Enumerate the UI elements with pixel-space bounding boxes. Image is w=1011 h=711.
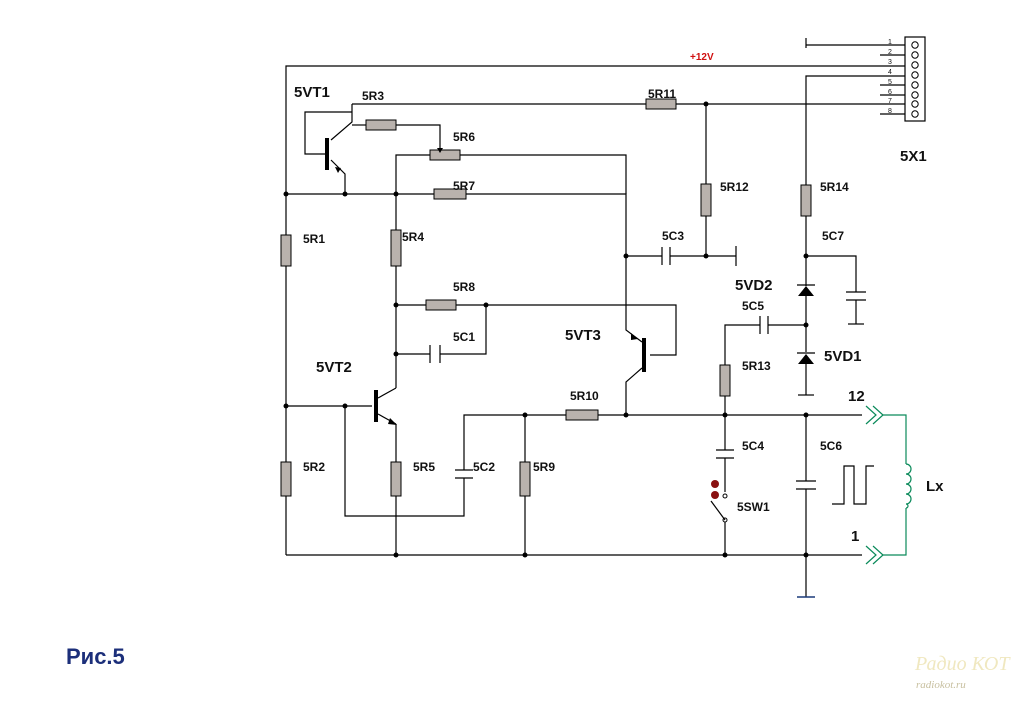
transistors — [325, 138, 646, 425]
watermark-logo: Радио КОТ — [914, 653, 1011, 675]
pin-number: 6 — [888, 89, 892, 96]
resistor-5R2 — [280, 461, 292, 497]
label-5R4: 5R4 — [402, 230, 424, 244]
resistor-5R11 — [645, 98, 677, 110]
switch-5SW1 — [710, 480, 728, 523]
resistor-5R1 — [280, 234, 292, 267]
pin-number: 8 — [888, 108, 892, 115]
label-5VT2: 5VT2 — [316, 359, 352, 376]
capacitor-5C3 — [661, 247, 671, 265]
resistor-5R8 — [425, 299, 457, 311]
resistor-5R5 — [390, 461, 402, 497]
label-5R9: 5R9 — [533, 460, 555, 474]
capacitor-5C6 — [796, 480, 816, 490]
pin-number: 2 — [888, 49, 892, 56]
capacitor-5C2 — [455, 469, 473, 479]
label-5SW1: 5SW1 — [737, 500, 770, 514]
pin-number: 7 — [888, 98, 892, 105]
terminal-label-top: 12 — [848, 388, 865, 405]
connector-label: 5X1 — [900, 148, 927, 165]
label-5C5: 5C5 — [742, 299, 764, 313]
label-5R14: 5R14 — [820, 180, 849, 194]
resistor-5R14 — [800, 184, 812, 217]
junction-dots — [283, 101, 809, 558]
label-5R10: 5R10 — [570, 389, 599, 403]
label-5R11: 5R11 — [648, 87, 676, 101]
capacitor-5C1 — [429, 345, 441, 363]
transistor-5VT3 — [631, 333, 646, 372]
label-5R1: 5R1 — [303, 232, 325, 246]
diodes — [797, 284, 815, 364]
capacitor-5C4 — [716, 449, 734, 459]
supply-label: +12V — [690, 52, 714, 63]
pin-number: 4 — [888, 69, 892, 76]
capacitor-5C7 — [846, 291, 866, 301]
label-5C1: 5C1 — [453, 330, 475, 344]
label-5R2: 5R2 — [303, 460, 325, 474]
label-lx: Lx — [926, 478, 944, 495]
pin-number: 5 — [888, 79, 892, 86]
label-5C6: 5C6 — [820, 439, 842, 453]
terminal-arrows — [865, 405, 884, 565]
label-5C7: 5C7 — [822, 229, 844, 243]
label-5VD1: 5VD1 — [824, 348, 862, 365]
label-5R12: 5R12 — [720, 180, 749, 194]
label-5R13: 5R13 — [742, 359, 771, 373]
resistor-5R6 — [429, 149, 461, 161]
label-5VT1: 5VT1 — [294, 84, 330, 101]
capacitor-5C5 — [759, 316, 769, 334]
label-5R8: 5R8 — [453, 280, 475, 294]
labels: +12V 5X1 5VT1 5VT2 5VT3 5R1 5R2 5R3 5R4 … — [66, 52, 1011, 691]
pin-number: 3 — [888, 59, 892, 66]
label-5C4: 5C4 — [742, 439, 764, 453]
resistors — [280, 98, 812, 497]
connector-5x1: 1 2 3 4 5 6 7 8 — [880, 36, 926, 122]
resistor-5R4 — [390, 229, 402, 267]
inductor-lx — [905, 463, 912, 509]
square-wave-symbol — [832, 465, 874, 505]
resistor-5R13 — [719, 364, 731, 397]
resistor-5R12 — [700, 183, 712, 217]
wires — [285, 38, 907, 598]
label-5R7: 5R7 — [453, 179, 475, 193]
label-5VT3: 5VT3 — [565, 327, 601, 344]
resistor-5R3 — [365, 119, 397, 131]
capacitors — [429, 247, 866, 490]
label-5R6: 5R6 — [453, 130, 475, 144]
pin-number: 1 — [888, 39, 892, 46]
resistor-5R9 — [519, 461, 531, 497]
label-5C2: 5C2 — [473, 460, 495, 474]
label-5R3: 5R3 — [362, 89, 384, 103]
transistor-5VT1 — [325, 138, 341, 173]
label-5VD2: 5VD2 — [735, 277, 773, 294]
resistor-5R10 — [565, 409, 599, 421]
diode-5VD2 — [797, 284, 815, 296]
figure-caption: Рис.5 — [66, 644, 125, 669]
terminal-label-bottom: 1 — [851, 528, 859, 545]
diode-5VD1 — [797, 352, 815, 364]
watermark-site: radiokot.ru — [916, 679, 966, 691]
label-5R5: 5R5 — [413, 460, 435, 474]
transistor-5VT2 — [374, 387, 397, 425]
label-5C3: 5C3 — [662, 229, 684, 243]
resistor-5R7 — [433, 188, 467, 200]
